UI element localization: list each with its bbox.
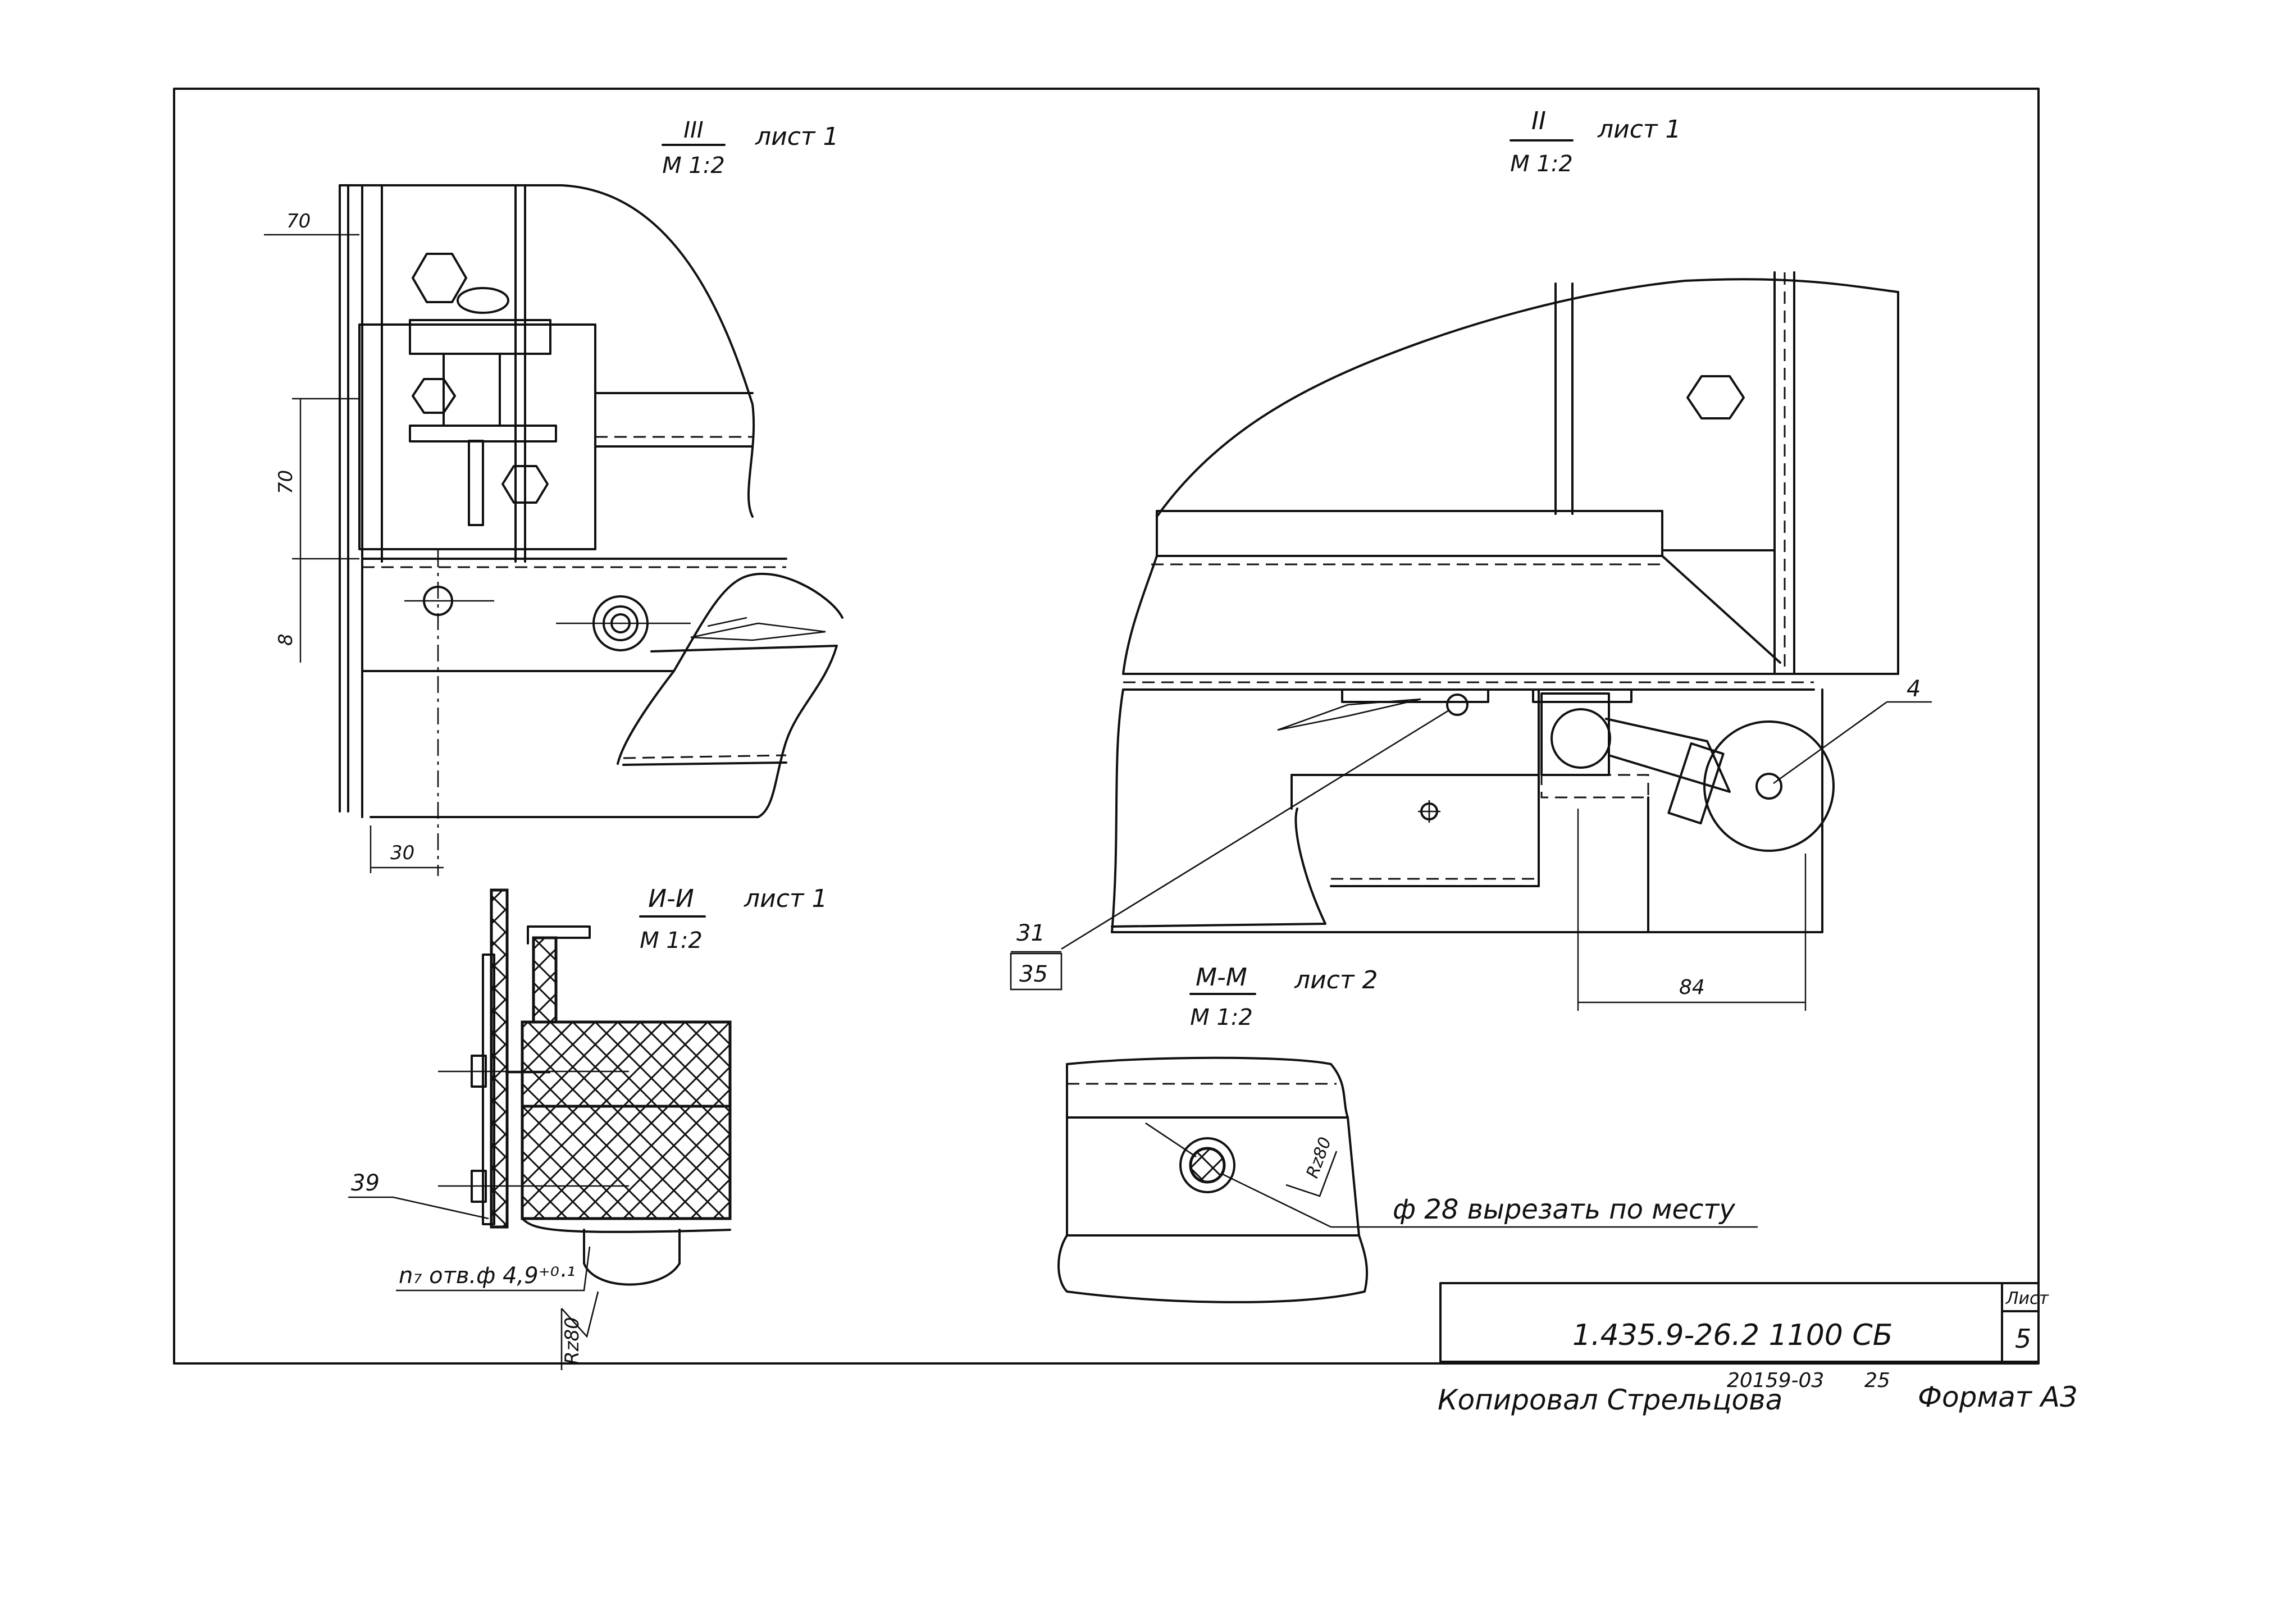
view-ii-sheet-ref: лист 1 (1597, 115, 1681, 144)
footer-page-number: 25 (1864, 1369, 1890, 1392)
title-designation: 1.435.9-26.2 1100 СБ (1572, 1319, 1892, 1352)
view-iii-name: III (683, 117, 703, 143)
dim-84: 84 (1679, 976, 1705, 999)
callout-39: 39 (351, 1170, 380, 1196)
callout-31: 31 (1016, 920, 1045, 946)
section-ii-sheet-ref: лист 1 (744, 884, 828, 913)
view-iii-scale: М 1:2 (662, 153, 725, 179)
section-mm-name: М-М (1196, 963, 1247, 992)
footer-copied-by: Копировал Стрельцова (1438, 1384, 1782, 1416)
section-mm-scale: М 1:2 (1190, 1005, 1253, 1030)
dim-8-side: 8 (275, 633, 297, 646)
title-block: 1.435.9-26.2 1100 СБ Лист 5 (1439, 1282, 2050, 1363)
footer-format: Формат А3 (1918, 1381, 2078, 1413)
callout-4: 4 (1907, 676, 1921, 702)
view-ii-scale: М 1:2 (1510, 151, 1573, 177)
title-sheet-number: 5 (2015, 1324, 2031, 1354)
view-iii-sheet-ref: лист 1 (755, 122, 839, 151)
section-mm-drawing: М-М М 1:2 лист 2 Rz80 ф 28 вырезать по м… (1057, 963, 1758, 1303)
section-ii-drawing: И-И М 1:2 лист 1 39 n₇ отв.ф 4,9⁺⁰·¹ Rz8… (348, 884, 828, 1370)
view-ii-drawing: II М 1:2 лист 1 (1010, 107, 1932, 1011)
dim-30-bottom: 30 (390, 842, 414, 864)
footer: Копировал Стрельцова 20159-03 25 Формат … (1438, 1369, 2078, 1416)
roughness-mm: Rz80 (1303, 1135, 1335, 1181)
section-ii-scale: М 1:2 (640, 928, 703, 954)
drawing-frame (173, 88, 2040, 1365)
section-mm-sheet-ref: лист 2 (1294, 966, 1378, 995)
footer-order-number: 20159-03 (1727, 1369, 1824, 1392)
view-ii-name: II (1531, 107, 1546, 135)
hole-note: n₇ отв.ф 4,9⁺⁰·¹ (399, 1263, 576, 1289)
title-sheet-label: Лист (2005, 1289, 2050, 1308)
dim-70-side: 70 (275, 470, 297, 494)
cut-note: ф 28 вырезать по месту (1393, 1194, 1735, 1225)
section-ii-name: И-И (648, 884, 694, 913)
view-iii-drawing: III М 1:2 лист 1 (264, 117, 843, 876)
roughness-ii: Rz80 (561, 1317, 583, 1365)
dim-70-top: 70 (286, 210, 311, 232)
callout-35: 35 (1019, 961, 1048, 987)
